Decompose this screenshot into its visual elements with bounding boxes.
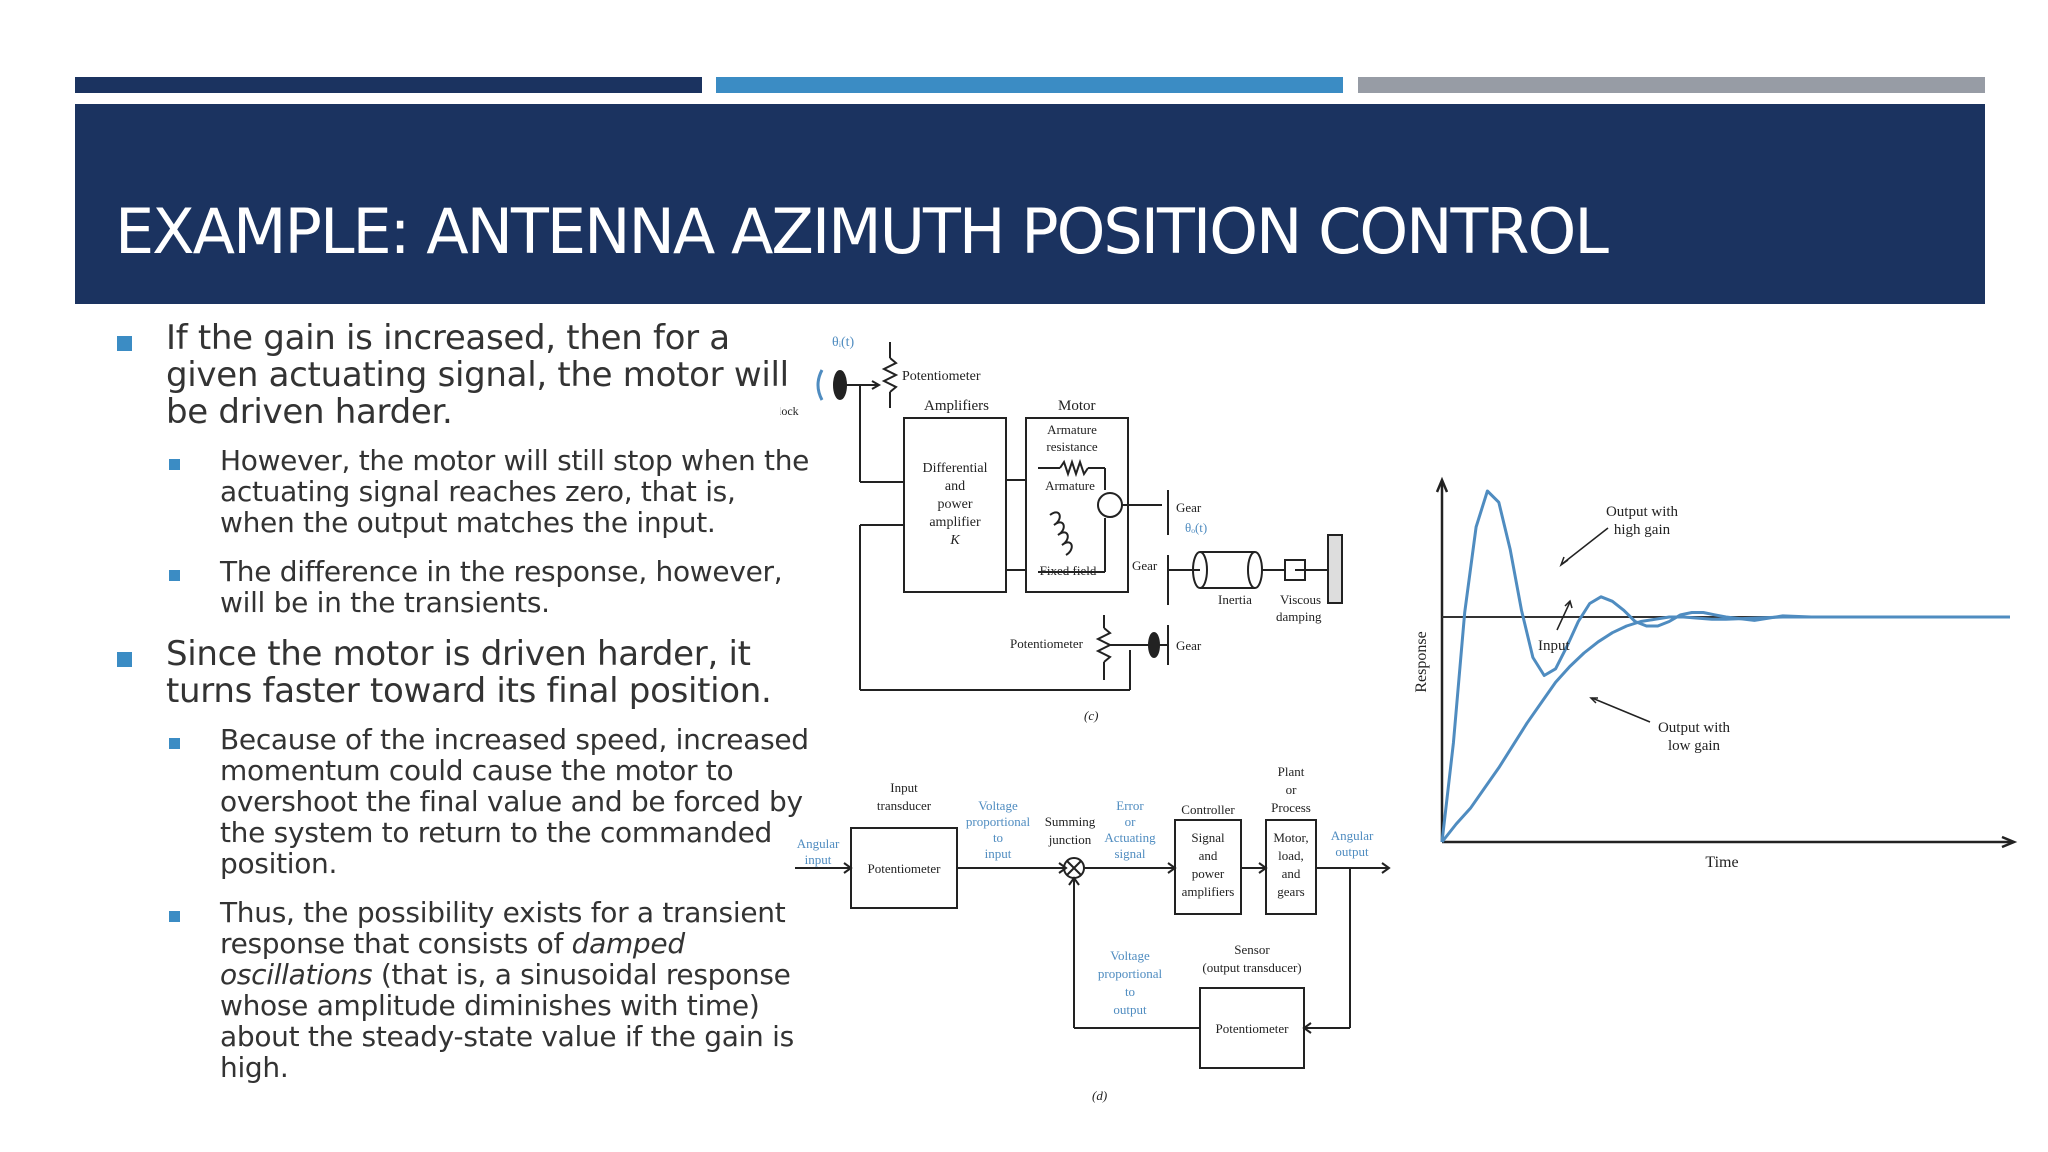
bullet-level2: However, the motor will still stop when … bbox=[112, 445, 812, 538]
cropped-fragment-label: lock bbox=[780, 404, 799, 418]
low-gain-annotation-line1: Output with bbox=[1658, 720, 1731, 736]
high-gain-annotation-line2: high gain bbox=[1614, 522, 1671, 538]
plant-line1: Plant bbox=[1278, 764, 1305, 779]
bullet-square-icon bbox=[169, 738, 180, 749]
bullet-text: The difference in the response, however,… bbox=[220, 555, 783, 619]
viscous-line1: Viscous bbox=[1280, 592, 1321, 607]
voltage-output-line2: proportional bbox=[1098, 966, 1163, 981]
inertia-label: Inertia bbox=[1218, 592, 1252, 607]
voltage-output-line3: to bbox=[1125, 984, 1135, 999]
sensor-box-label: Potentiometer bbox=[1216, 1021, 1290, 1036]
bullet-level2: Thus, the possibility exists for a trans… bbox=[112, 897, 812, 1083]
bullet-text-after: (that is, a sinusoidal response whose am… bbox=[220, 958, 794, 1084]
bullet-level1: If the gain is increased, then for a giv… bbox=[112, 320, 812, 431]
bullet-square-icon bbox=[117, 652, 132, 667]
bullet-level1: Since the motor is driven harder, it tur… bbox=[112, 636, 812, 710]
bullet-square-icon bbox=[169, 911, 180, 922]
voltage-input-line3: to bbox=[993, 830, 1003, 845]
amp-gain-label: K bbox=[949, 533, 960, 548]
title-banner: EXAMPLE: ANTENNA AZIMUTH POSITION CONTRO… bbox=[75, 104, 1985, 304]
amplifiers-label: Amplifiers bbox=[924, 398, 989, 414]
error-line4: signal bbox=[1114, 846, 1145, 861]
plant-box-line2: load, bbox=[1278, 848, 1304, 863]
x-axis-label: Time bbox=[1705, 854, 1738, 871]
controller-label: Controller bbox=[1181, 802, 1235, 817]
pot-top-label: Potentiometer bbox=[902, 369, 981, 384]
potentiometer-block-label: Potentiometer bbox=[868, 861, 942, 876]
fixed-field-label: Fixed field bbox=[1040, 563, 1097, 578]
error-line3: Actuating bbox=[1104, 830, 1156, 845]
summing-junction-line1: Summing bbox=[1045, 814, 1096, 829]
angular-output-line1: Angular bbox=[1331, 828, 1374, 843]
amp-line2: and bbox=[945, 479, 965, 494]
plant-box-line4: gears bbox=[1277, 884, 1304, 899]
diagram-d-caption: (d) bbox=[1092, 1088, 1107, 1103]
pot-bottom-label: Potentiometer bbox=[1010, 636, 1084, 651]
voltage-output-line4: output bbox=[1113, 1002, 1147, 1017]
series-high-gain-line bbox=[1440, 489, 2010, 843]
motor-label: Motor bbox=[1058, 398, 1096, 414]
theta-input-label: θᵢ(t) bbox=[832, 335, 855, 350]
y-axis-label: Response bbox=[1413, 631, 1430, 692]
bullet-text: If the gain is increased, then for a giv… bbox=[166, 318, 789, 432]
high-gain-annotation-line1: Output with bbox=[1606, 504, 1679, 520]
bullet-text: However, the motor will still stop when … bbox=[220, 444, 810, 539]
gear-label-1: Gear bbox=[1176, 500, 1202, 515]
voltage-input-line1: Voltage bbox=[978, 798, 1018, 813]
voltage-input-line2: proportional bbox=[966, 814, 1031, 829]
armature-resistance-line2: resistance bbox=[1046, 439, 1097, 454]
series-low-gain-line bbox=[1440, 615, 2010, 843]
plant-box-line1: Motor, bbox=[1273, 830, 1308, 845]
angular-input-line1: Angular bbox=[797, 836, 840, 851]
response-chart: Output with high gain Input Output with … bbox=[1413, 476, 2018, 871]
bullet-level2: The difference in the response, however,… bbox=[112, 556, 812, 618]
accent-bar-gray bbox=[1358, 77, 1985, 93]
low-gain-annotation-line2: low gain bbox=[1668, 738, 1721, 754]
bullet-square-icon bbox=[169, 570, 180, 581]
amp-line3: power bbox=[938, 497, 973, 512]
input-transducer-line2: transducer bbox=[877, 798, 932, 813]
controller-box-line3: power bbox=[1192, 866, 1225, 881]
bullet-text-before: Thus, the possibility exists for a trans… bbox=[220, 896, 786, 960]
controller-box-line1: Signal bbox=[1191, 830, 1225, 845]
bullet-list: If the gain is increased, then for a giv… bbox=[112, 320, 812, 1101]
diagram-c-caption: (c) bbox=[1084, 708, 1098, 723]
armature-label: Armature bbox=[1045, 478, 1095, 493]
bullet-text: Because of the increased speed, increase… bbox=[220, 723, 809, 880]
viscous-line2: damping bbox=[1276, 609, 1322, 624]
armature-resistance-line1: Armature bbox=[1047, 422, 1097, 437]
antenna-schematic-diagram: θᵢ(t) lock Potentiometer Amplifiers Moto… bbox=[780, 335, 1343, 723]
plant-line3: Process bbox=[1271, 800, 1311, 815]
plant-line2: or bbox=[1286, 782, 1298, 797]
gear-label-3: Gear bbox=[1176, 638, 1202, 653]
bullet-text: Since the motor is driven harder, it tur… bbox=[166, 634, 772, 711]
block-diagram: Angular input Input transducer Potentiom… bbox=[795, 764, 1391, 1103]
input-series-label: Input bbox=[1538, 638, 1570, 654]
accent-bar-navy bbox=[75, 77, 702, 93]
bullet-level2: Because of the increased speed, increase… bbox=[112, 724, 812, 879]
summing-junction-line2: junction bbox=[1048, 832, 1092, 847]
sensor-line1: Sensor bbox=[1234, 942, 1270, 957]
voltage-input-line4: input bbox=[985, 846, 1012, 861]
slide-title: EXAMPLE: ANTENNA AZIMUTH POSITION CONTRO… bbox=[115, 195, 1609, 268]
controller-box-line4: amplifiers bbox=[1182, 884, 1235, 899]
amp-line1: Differential bbox=[922, 461, 987, 476]
voltage-output-line1: Voltage bbox=[1110, 948, 1150, 963]
input-transducer-line1: Input bbox=[890, 780, 918, 795]
theta-output-label: θₒ(t) bbox=[1185, 520, 1207, 535]
gear-label-2: Gear bbox=[1132, 558, 1158, 573]
sensor-line2: (output transducer) bbox=[1202, 960, 1301, 975]
amp-line4: amplifier bbox=[929, 515, 981, 530]
angular-output-line2: output bbox=[1335, 844, 1369, 859]
controller-box-line2: and bbox=[1199, 848, 1218, 863]
angular-input-line2: input bbox=[805, 852, 832, 867]
bullet-square-icon bbox=[169, 459, 180, 470]
error-line2: or bbox=[1125, 814, 1137, 829]
bullet-square-icon bbox=[117, 336, 132, 351]
accent-bar-blue bbox=[716, 77, 1343, 93]
error-line1: Error bbox=[1116, 798, 1144, 813]
plant-box-line3: and bbox=[1282, 866, 1301, 881]
bullet-emphasis: damped oscillations bbox=[220, 927, 685, 991]
